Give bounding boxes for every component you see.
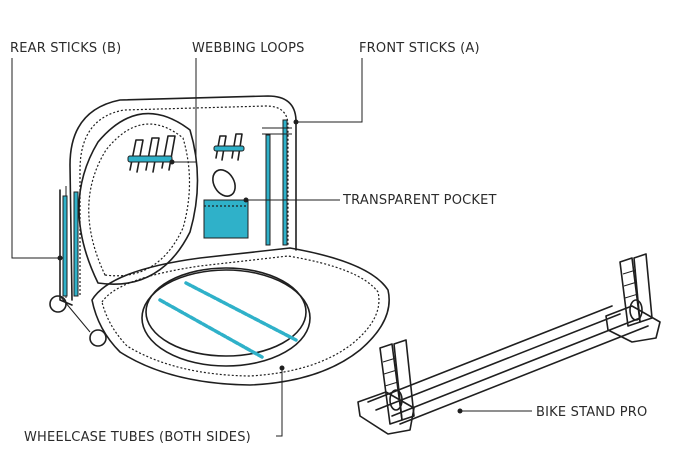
wheelcase [141, 267, 311, 367]
transparent-pocket-label: TRANSPARENT POCKET [342, 193, 497, 208]
wheelcase-tubes-label: WHEELCASE TUBES (BOTH SIDES) [24, 430, 251, 445]
webbing-loops [127, 133, 245, 173]
case-wheels [49, 295, 107, 347]
bike-stand-pro [357, 253, 661, 435]
front-sticks [262, 119, 292, 246]
bike-case [49, 95, 390, 386]
leader-lines [11, 58, 532, 437]
transparent-pocket [203, 197, 249, 239]
rear-sticks [62, 191, 79, 297]
webbing-loops-label: WEBBING LOOPS [192, 41, 305, 56]
rear-sticks-label: REAR STICKS (B) [10, 41, 121, 56]
front-sticks-label: FRONT STICKS (A) [359, 41, 480, 56]
bike-stand-pro-label: BIKE STAND PRO [536, 405, 647, 420]
